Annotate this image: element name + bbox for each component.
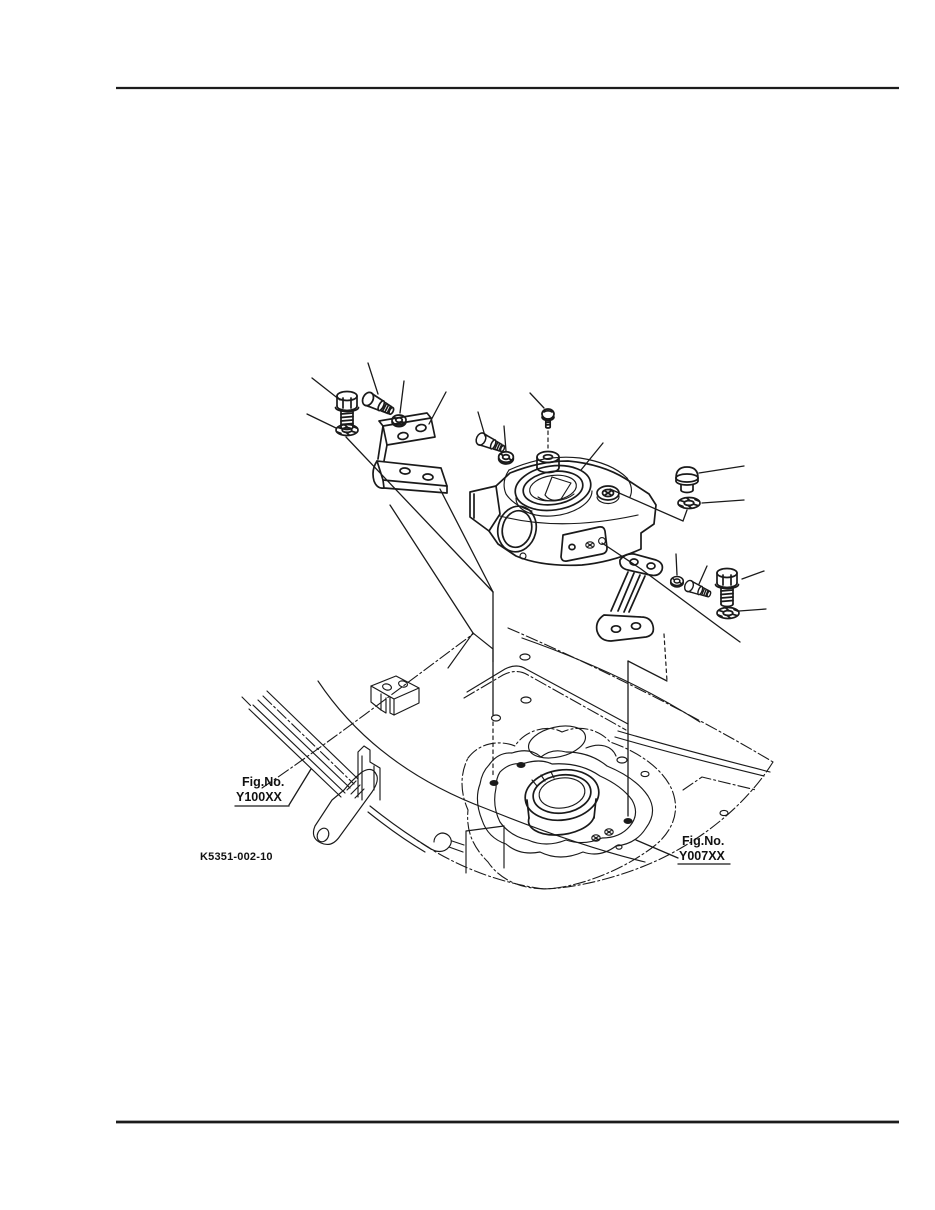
fig-no-right-prefix: Fig.No. <box>682 834 724 848</box>
seal-washer-2 <box>497 450 515 465</box>
flange-bolt-4 <box>682 578 714 601</box>
screw-boss <box>596 485 620 505</box>
flange-bolt-3 <box>473 430 508 456</box>
mount-bracket-right <box>595 553 664 642</box>
filler-cap <box>675 466 699 494</box>
spring-washer-5 <box>716 606 740 620</box>
frame-rail <box>241 690 505 874</box>
leader-lines <box>306 362 767 817</box>
collar-bore <box>524 768 600 836</box>
hex-bolt-5 <box>714 567 740 608</box>
fig-no-right-code: Y007XX <box>679 849 726 863</box>
pan-screw-1 <box>541 408 555 449</box>
seal-washer-3 <box>677 496 701 510</box>
drawing-number: K5351-002-10 <box>200 851 273 863</box>
transmission-mount-plate <box>476 750 654 858</box>
flange-bolt-2 <box>359 389 397 419</box>
figure-ref-left: Fig.No. Y100XX <box>234 768 312 807</box>
chassis-frame <box>241 627 774 890</box>
gear-case-housing <box>469 450 657 567</box>
fig-no-left-prefix: Fig.No. <box>242 775 284 789</box>
saddle-clamp <box>370 675 420 716</box>
spring-washer-4 <box>669 575 685 588</box>
breather-boss <box>536 450 560 474</box>
fig-no-left-code: Y100XX <box>236 790 283 804</box>
mount-bracket-left <box>372 412 448 494</box>
gasket-outline <box>461 727 676 890</box>
figure-ref-right: Fig.No. Y007XX <box>635 834 731 865</box>
